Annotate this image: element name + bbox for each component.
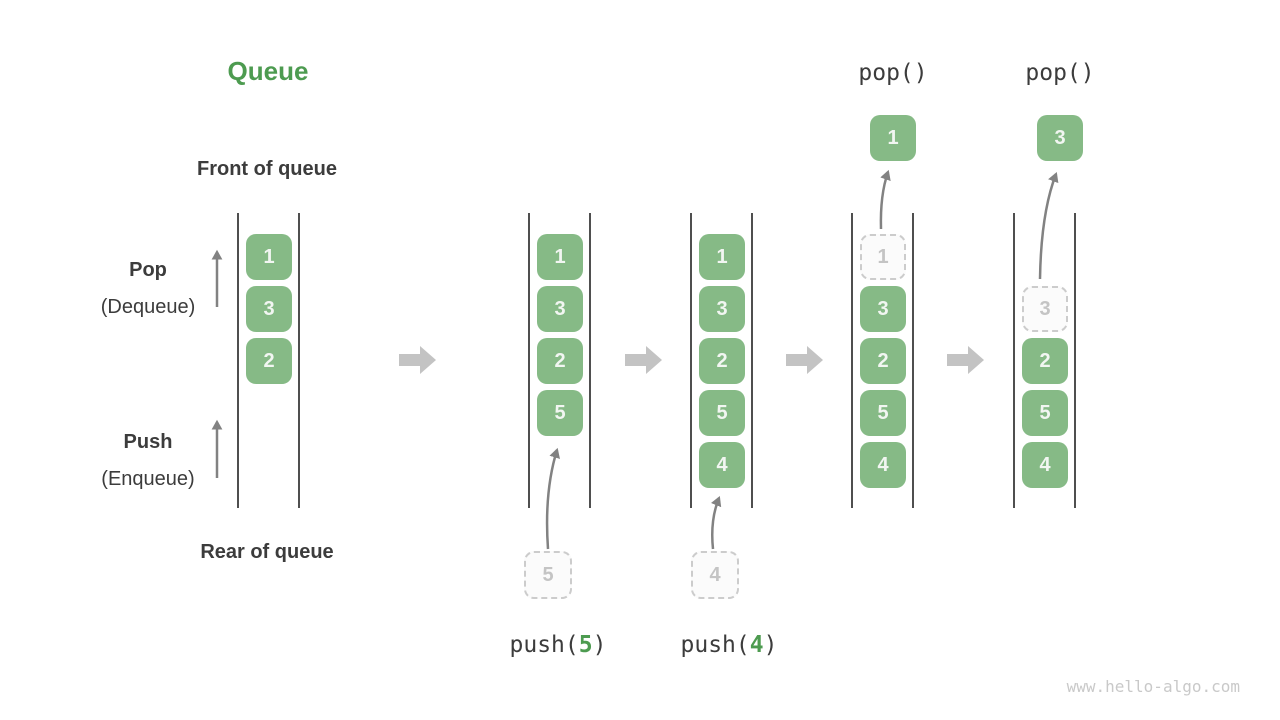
queue-item: 3: [860, 286, 906, 332]
transition-arrow-icon: [786, 345, 824, 375]
watermark: www.hello-algo.com: [1066, 677, 1240, 696]
queue-item: 3: [537, 286, 583, 332]
push-call-label: push(5): [509, 632, 607, 658]
queue-state-2: 1 3 2 5: [528, 213, 591, 508]
queue-item: 1: [699, 234, 745, 280]
popped-item: 3: [1037, 115, 1083, 161]
transition-arrow-icon: [625, 345, 663, 375]
queue-state-3: 1 3 2 5 4: [690, 213, 753, 508]
queue-state-1: 1 3 2: [237, 213, 300, 508]
push-item-ghost: 4: [691, 551, 739, 599]
diagram-title: Queue: [227, 56, 309, 86]
queue-item: 2: [246, 338, 292, 384]
queue-item: 3: [246, 286, 292, 332]
pop-call-label: pop(): [858, 60, 928, 86]
push-item-ghost: 5: [524, 551, 572, 599]
queue-item: 1: [537, 234, 583, 280]
dequeue-label: (Dequeue): [100, 296, 196, 318]
queue-state-5: 3 2 5 4: [1013, 213, 1076, 508]
transition-arrow-icon: [399, 345, 437, 375]
push-call-label: push(4): [680, 632, 778, 658]
popped-item: 1: [870, 115, 916, 161]
queue-item: 1: [246, 234, 292, 280]
queue-item-ghost: 1: [860, 234, 906, 280]
transition-arrow-icon: [947, 345, 985, 375]
queue-item: 4: [699, 442, 745, 488]
push-label: Push: [123, 431, 173, 453]
queue-item: 4: [860, 442, 906, 488]
queue-state-4: 1 3 2 5 4: [851, 213, 914, 508]
queue-item: 2: [1022, 338, 1068, 384]
queue-item: 2: [699, 338, 745, 384]
pop-call-label: pop(): [1025, 60, 1095, 86]
queue-item: 5: [537, 390, 583, 436]
rear-of-queue-label: Rear of queue: [200, 541, 334, 563]
queue-item: 2: [537, 338, 583, 384]
queue-item-ghost: 3: [1022, 286, 1068, 332]
front-of-queue-label: Front of queue: [197, 158, 337, 180]
queue-item: 5: [1022, 390, 1068, 436]
queue-item: 5: [699, 390, 745, 436]
queue-item: 2: [860, 338, 906, 384]
queue-item: 4: [1022, 442, 1068, 488]
queue-item: 5: [860, 390, 906, 436]
pop-label: Pop: [129, 259, 167, 281]
enqueue-label: (Enqueue): [101, 468, 195, 490]
queue-item: 3: [699, 286, 745, 332]
